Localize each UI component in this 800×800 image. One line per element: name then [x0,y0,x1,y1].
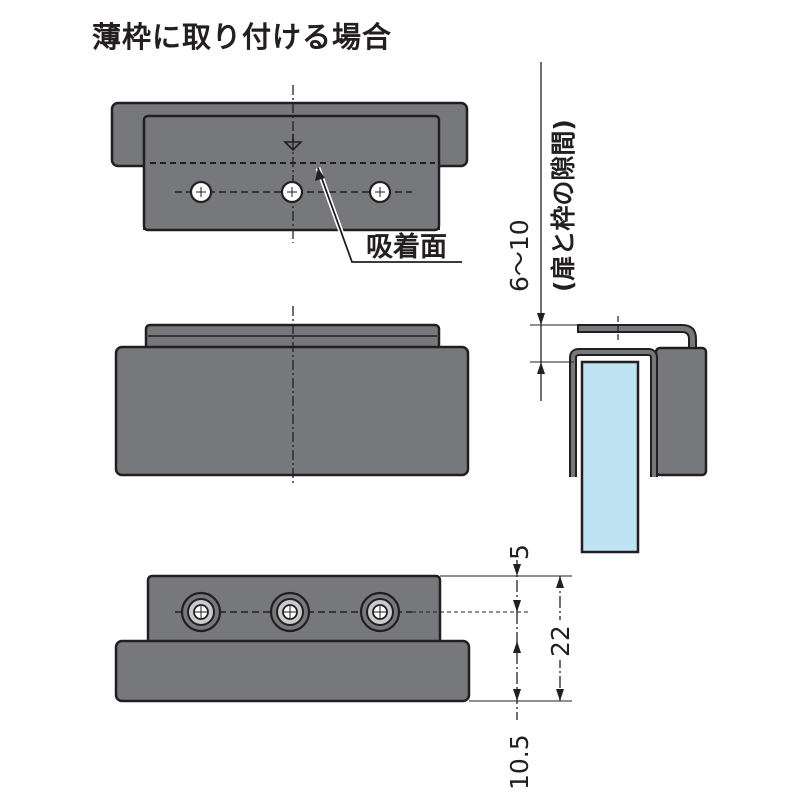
gap-dimension-label: 6～10 [505,219,534,292]
side-view: 6～10 (扉と枠の隙間) [505,62,708,554]
front-view-body [114,345,470,477]
dimension-10-5-label: 10.5 [505,734,534,790]
side-view-body [654,346,708,477]
page-title: 薄枠に取り付ける場合 [92,20,393,54]
suction-face-label: 吸着面 [366,231,447,263]
dimension-5-label: 5 [505,544,534,560]
top-view-body [142,114,441,232]
bottom-view: 5 10.5 22 [114,544,575,790]
glass-door [580,360,640,554]
gap-note-label: (扉と枠の隙間) [549,119,578,292]
front-view [114,306,470,485]
bottom-view-hole-right [359,591,401,633]
top-view-hole-right [368,180,392,204]
ground-symbol [283,134,303,152]
top-view-hole-left [189,180,213,204]
bottom-view-hole-center [269,591,311,633]
bottom-view-hole-left [180,591,222,633]
side-view-top-plate [577,324,697,349]
top-view: 吸着面 [110,85,469,265]
dimension-22-label: 22 [546,625,575,657]
bottom-view-base [114,639,471,703]
top-view-hole-center [280,180,304,204]
top-view-inner-edge [143,166,440,230]
